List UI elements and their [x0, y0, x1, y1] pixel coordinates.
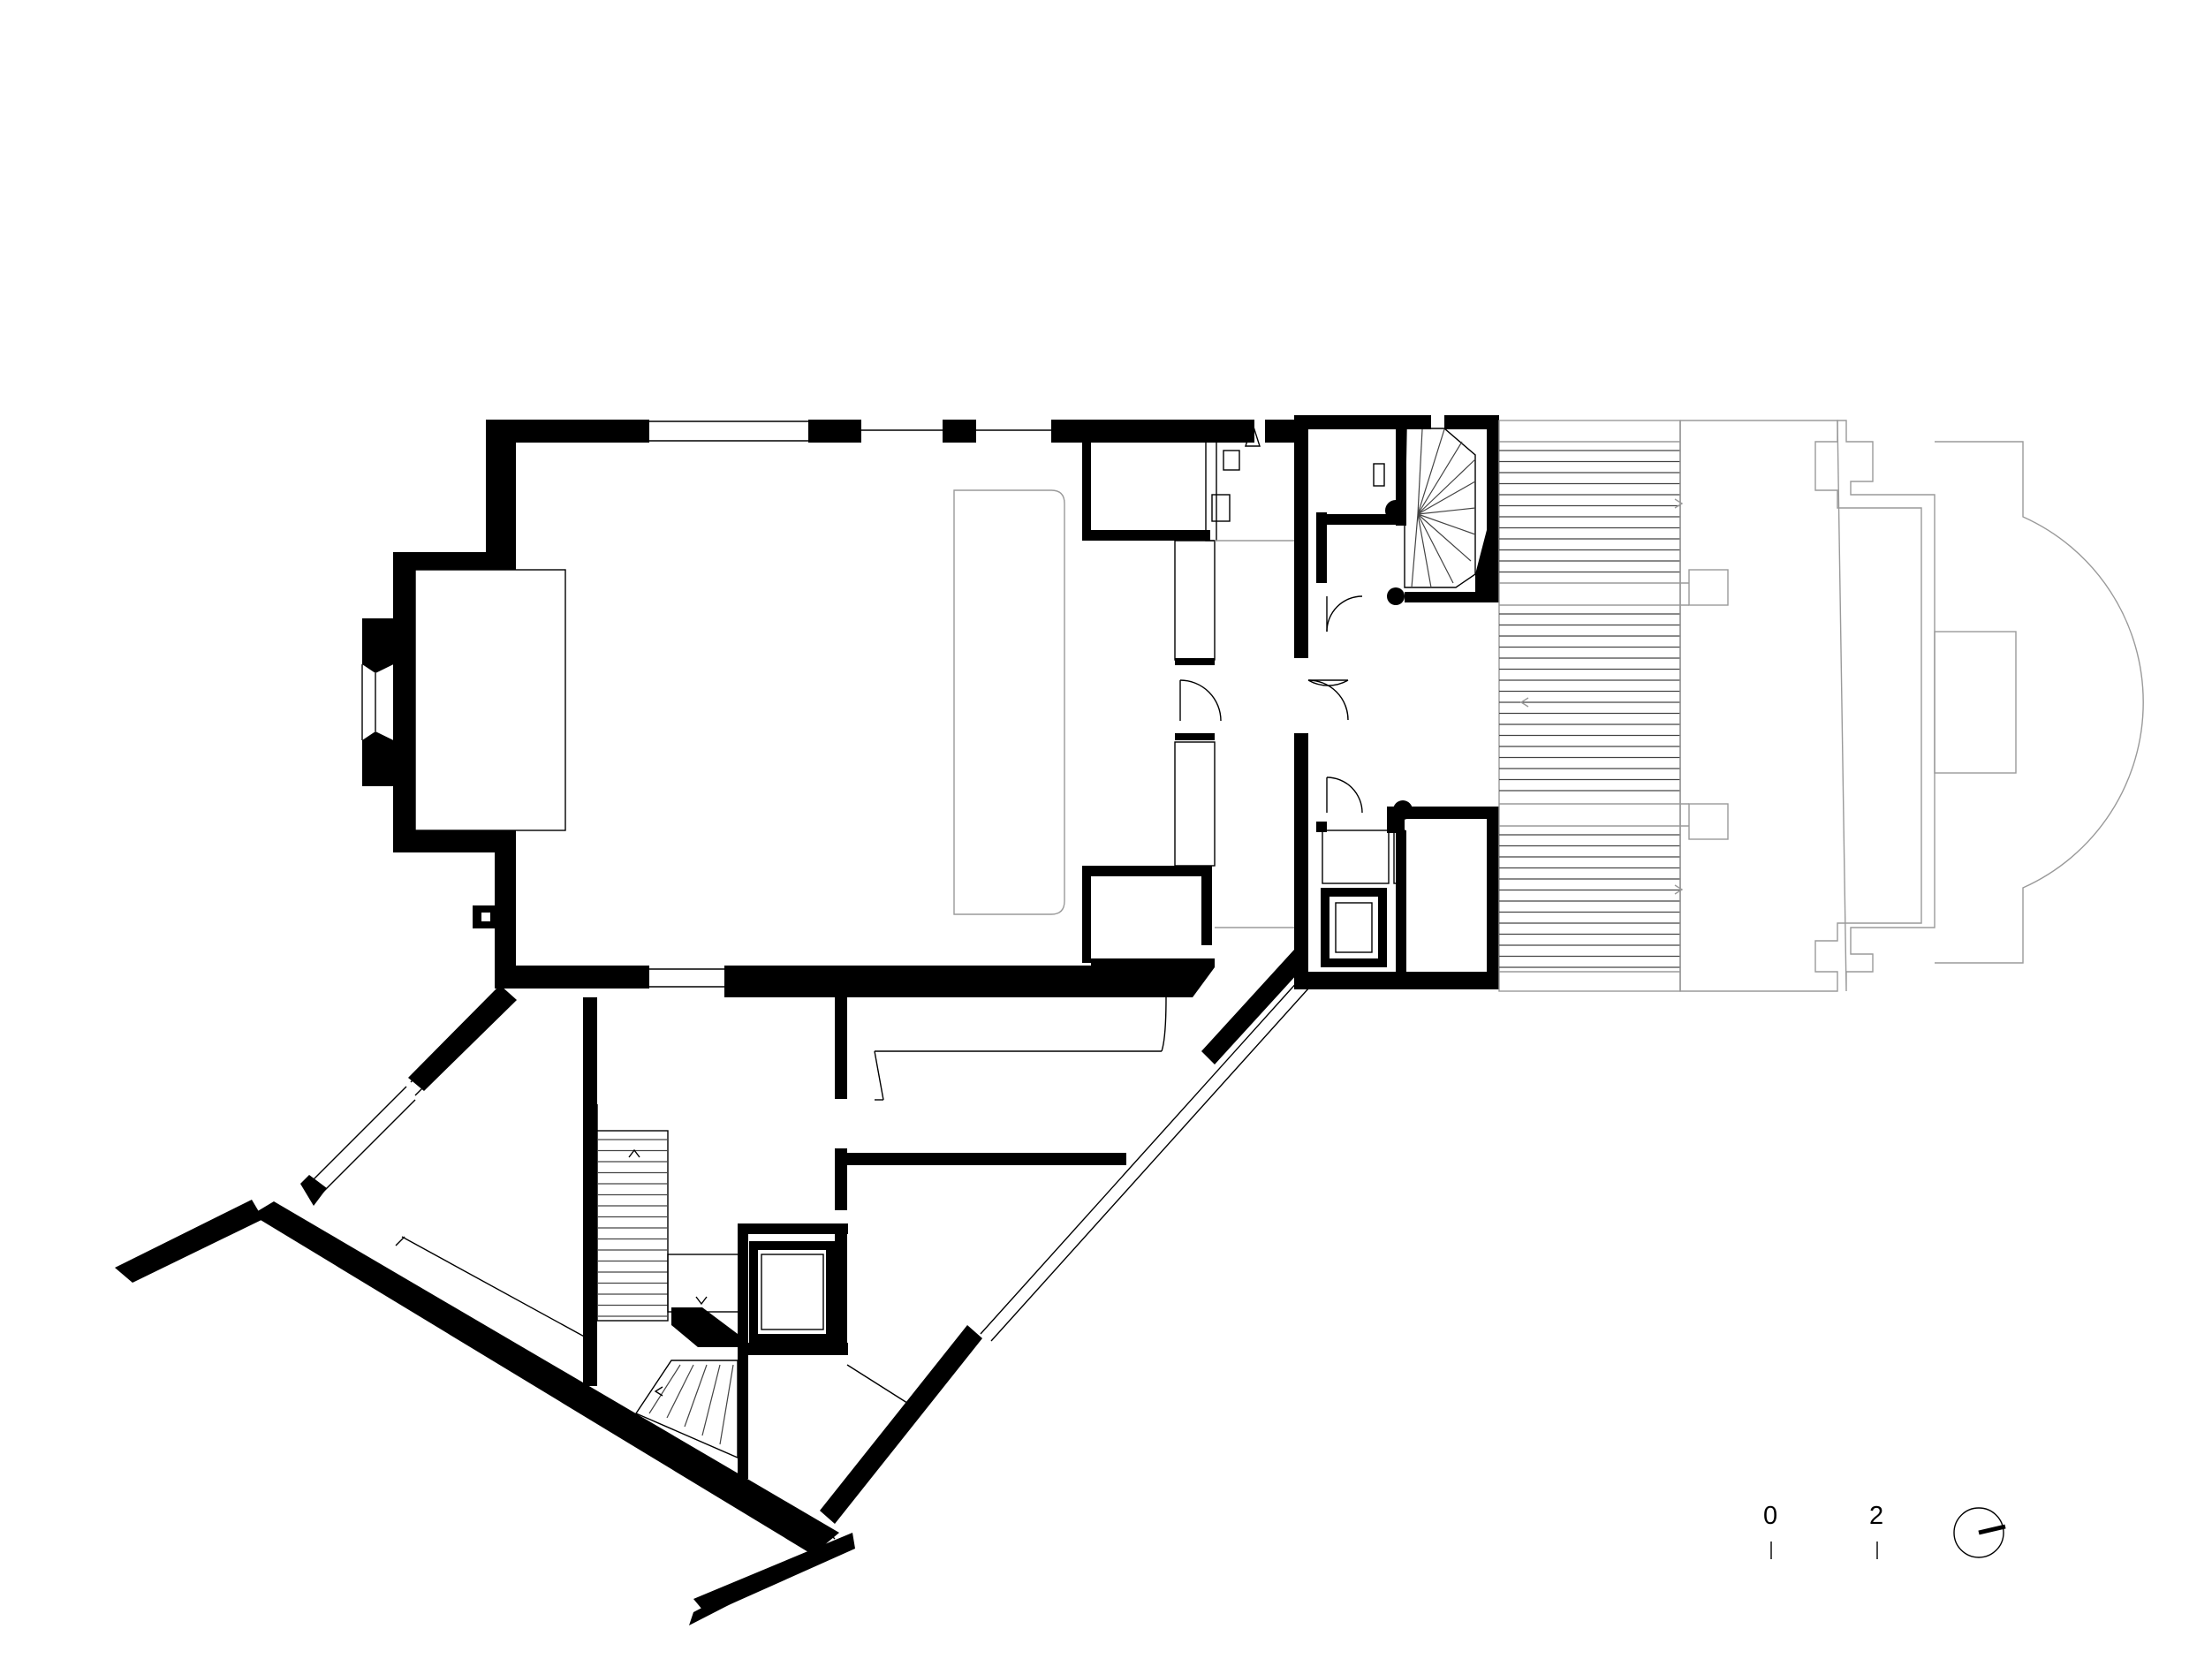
- north-arrow-icon: [1953, 1507, 2006, 1558]
- stair-flight-south: [1499, 834, 1680, 968]
- south-wing: [115, 950, 1310, 1625]
- main-hall: [361, 420, 1302, 997]
- stair-flight-north: [1499, 450, 1680, 573]
- spiral-stair: [1373, 428, 1476, 588]
- scale-label-end: 2: [1869, 1502, 1884, 1530]
- entrance-block: [1294, 415, 1499, 989]
- stair-south-wing: [596, 1130, 739, 1459]
- scale-label-start: 0: [1763, 1502, 1778, 1530]
- entrance-stairs: [1498, 420, 2144, 992]
- scale-bar: [1770, 1542, 1878, 1559]
- stair-flight-middle: [1499, 613, 1680, 792]
